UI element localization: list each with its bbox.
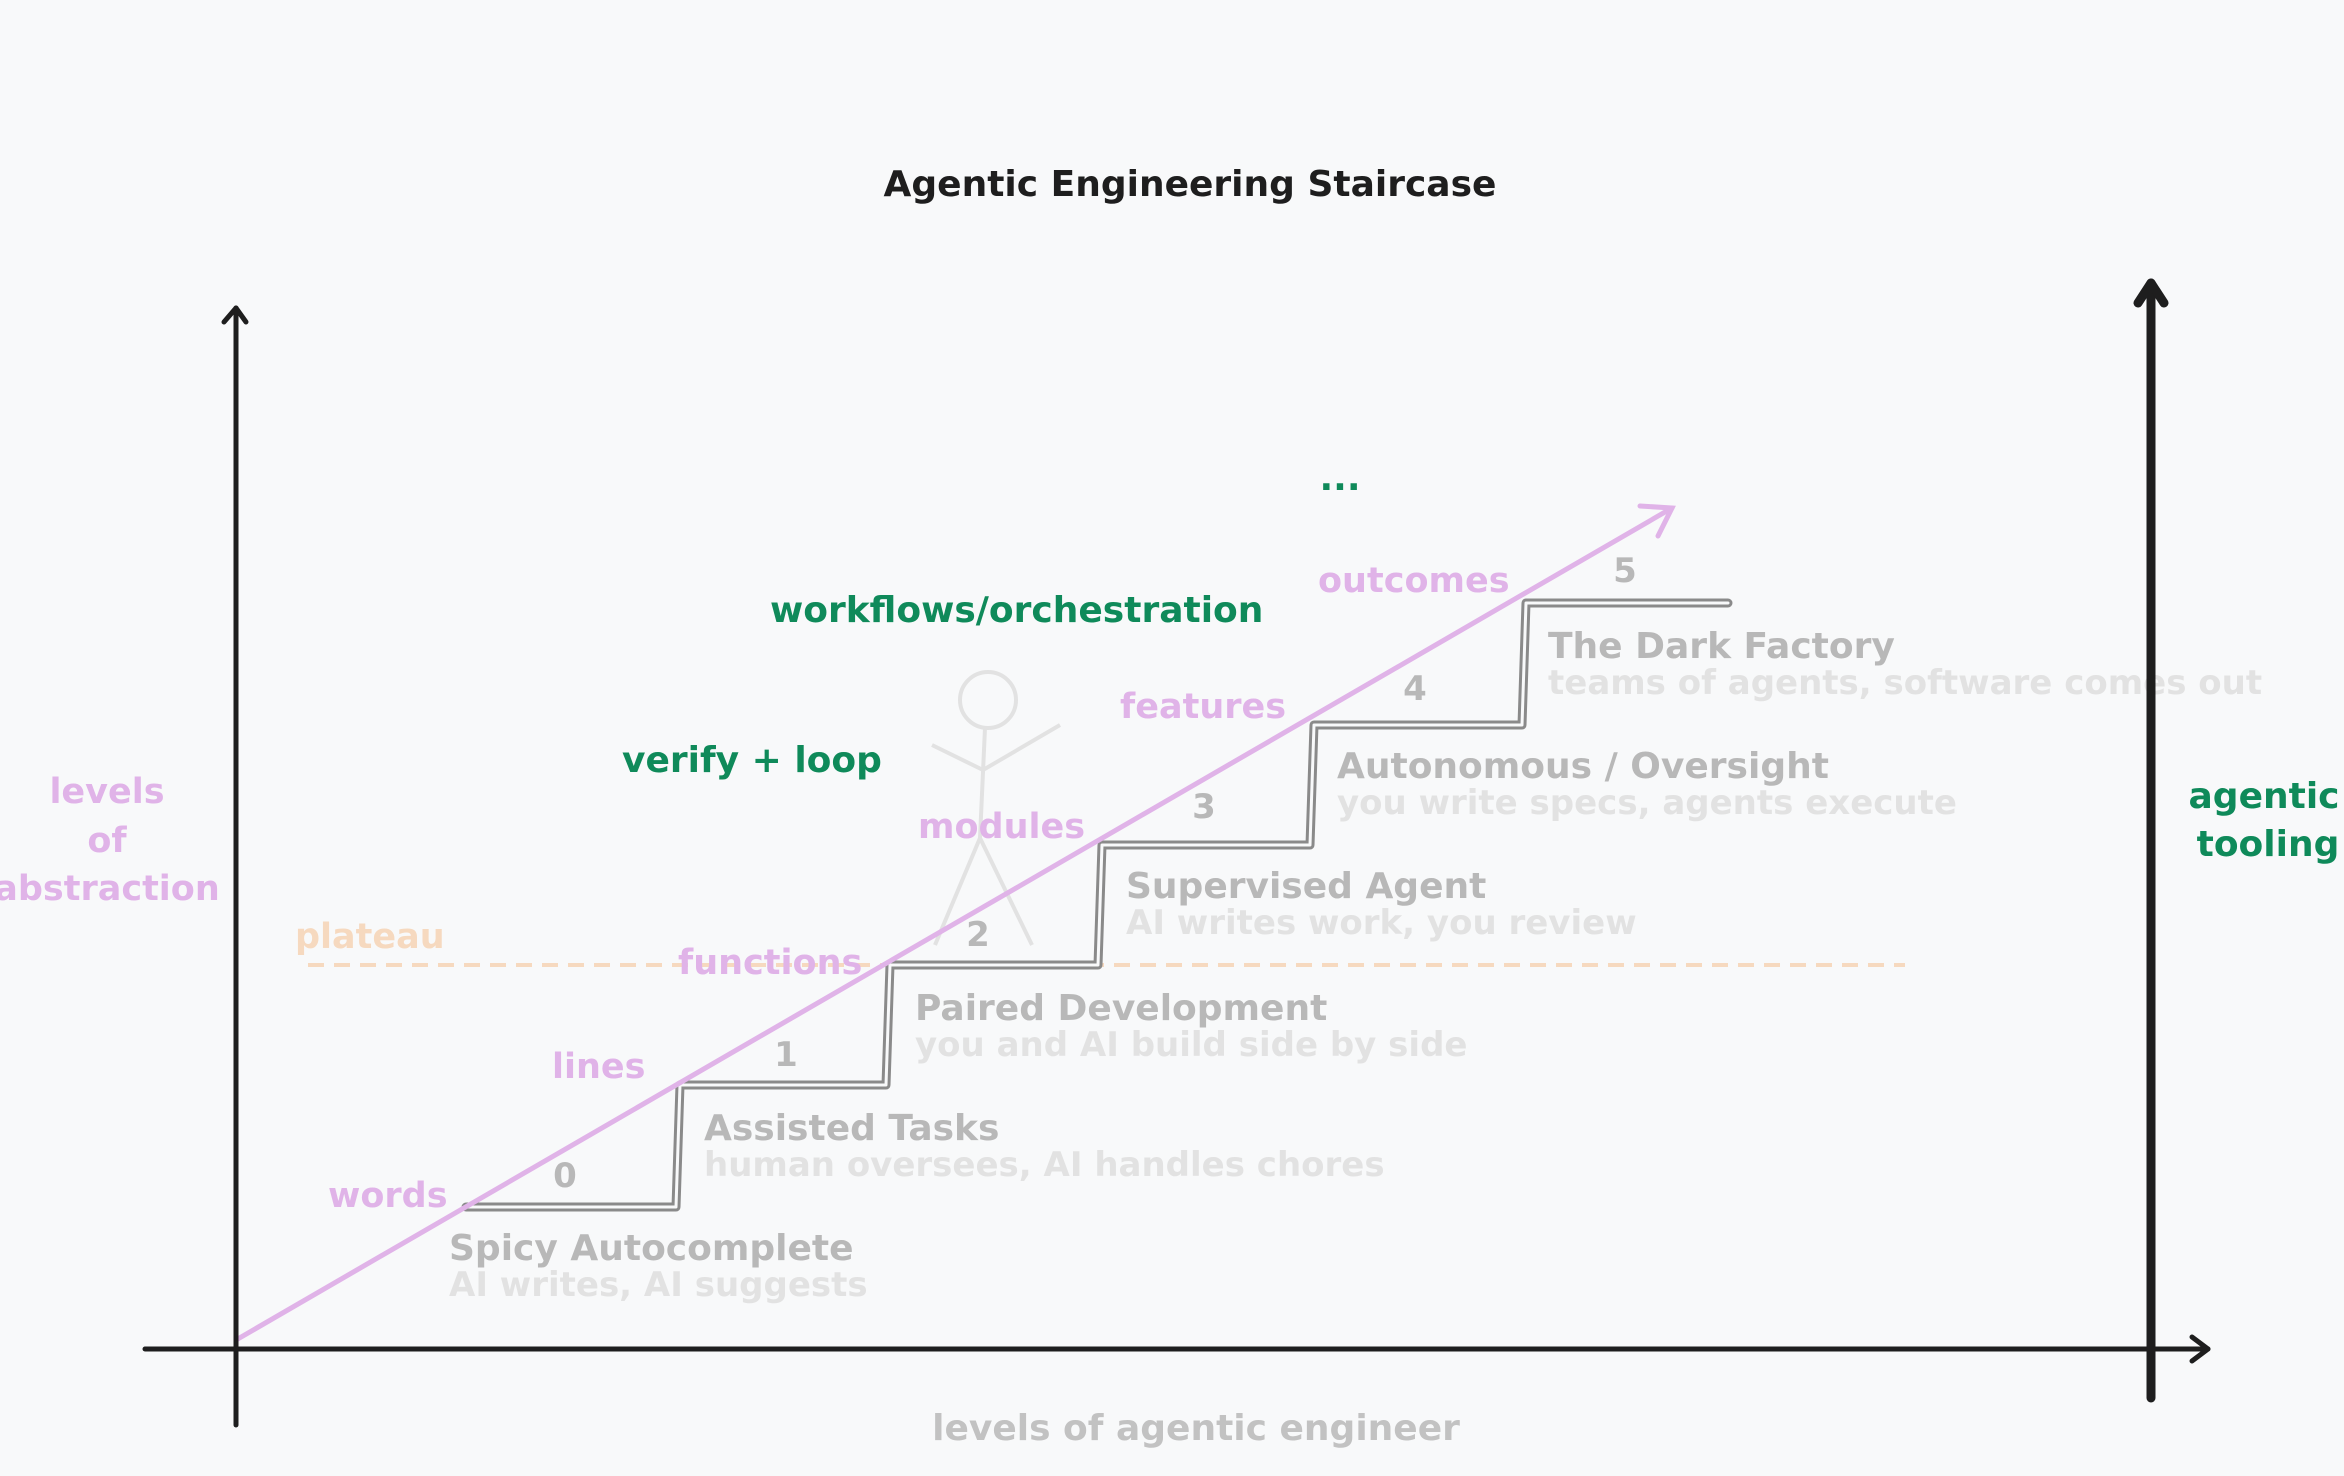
step-name: The Dark Factory <box>1548 626 1895 667</box>
tooling-label-verify: verify + loop <box>622 740 882 781</box>
step-name: Paired Development <box>915 988 1327 1029</box>
svg-text:levels: levels <box>49 772 164 812</box>
step-number: 0 <box>553 1156 577 1196</box>
svg-text:agentic: agentic <box>2189 776 2340 817</box>
diagram-title: Agentic Engineering Staircase <box>884 164 1497 205</box>
step-description: you and AI build side by side <box>915 1025 1467 1065</box>
step-number: 5 <box>1613 551 1637 591</box>
tooling-label-workflows: workflows/orchestration <box>770 590 1263 631</box>
left-axis-label: levels of abstraction <box>0 772 220 909</box>
step-description: human oversees, AI handles chores <box>704 1145 1385 1185</box>
abstraction-level-label: words <box>328 1176 448 1216</box>
step-name: Supervised Agent <box>1126 866 1486 907</box>
abstraction-level-label: outcomes <box>1318 561 1510 601</box>
step-description: teams of agents, software comes out <box>1548 663 2262 703</box>
tooling-label-more: ... <box>1319 458 1360 499</box>
step-name: Assisted Tasks <box>704 1108 999 1149</box>
step-description: AI writes, AI suggests <box>449 1265 868 1305</box>
step-number: 1 <box>774 1035 798 1075</box>
step-number: 3 <box>1192 787 1216 827</box>
step-number: 4 <box>1403 669 1427 709</box>
abstraction-level-label: lines <box>552 1047 645 1087</box>
plateau-label: plateau <box>295 917 445 957</box>
step-name: Autonomous / Oversight <box>1337 746 1829 787</box>
abstraction-arrow <box>233 503 1676 1343</box>
svg-text:tooling: tooling <box>2197 824 2340 865</box>
x-axis-label: levels of agentic engineer <box>932 1408 1460 1449</box>
step-description: you write specs, agents execute <box>1337 783 1957 823</box>
abstraction-level-label: features <box>1120 687 1286 727</box>
svg-text:abstraction: abstraction <box>0 869 220 909</box>
step-number: 2 <box>966 915 990 955</box>
step-description: AI writes work, you review <box>1126 903 1637 943</box>
abstraction-level-label: modules <box>918 807 1085 847</box>
axes <box>142 278 2211 1428</box>
abstraction-level-label: functions <box>678 943 862 983</box>
svg-text:of: of <box>87 821 127 861</box>
step-name: Spicy Autocomplete <box>449 1228 854 1269</box>
right-axis-label: agentic tooling <box>2189 776 2340 865</box>
